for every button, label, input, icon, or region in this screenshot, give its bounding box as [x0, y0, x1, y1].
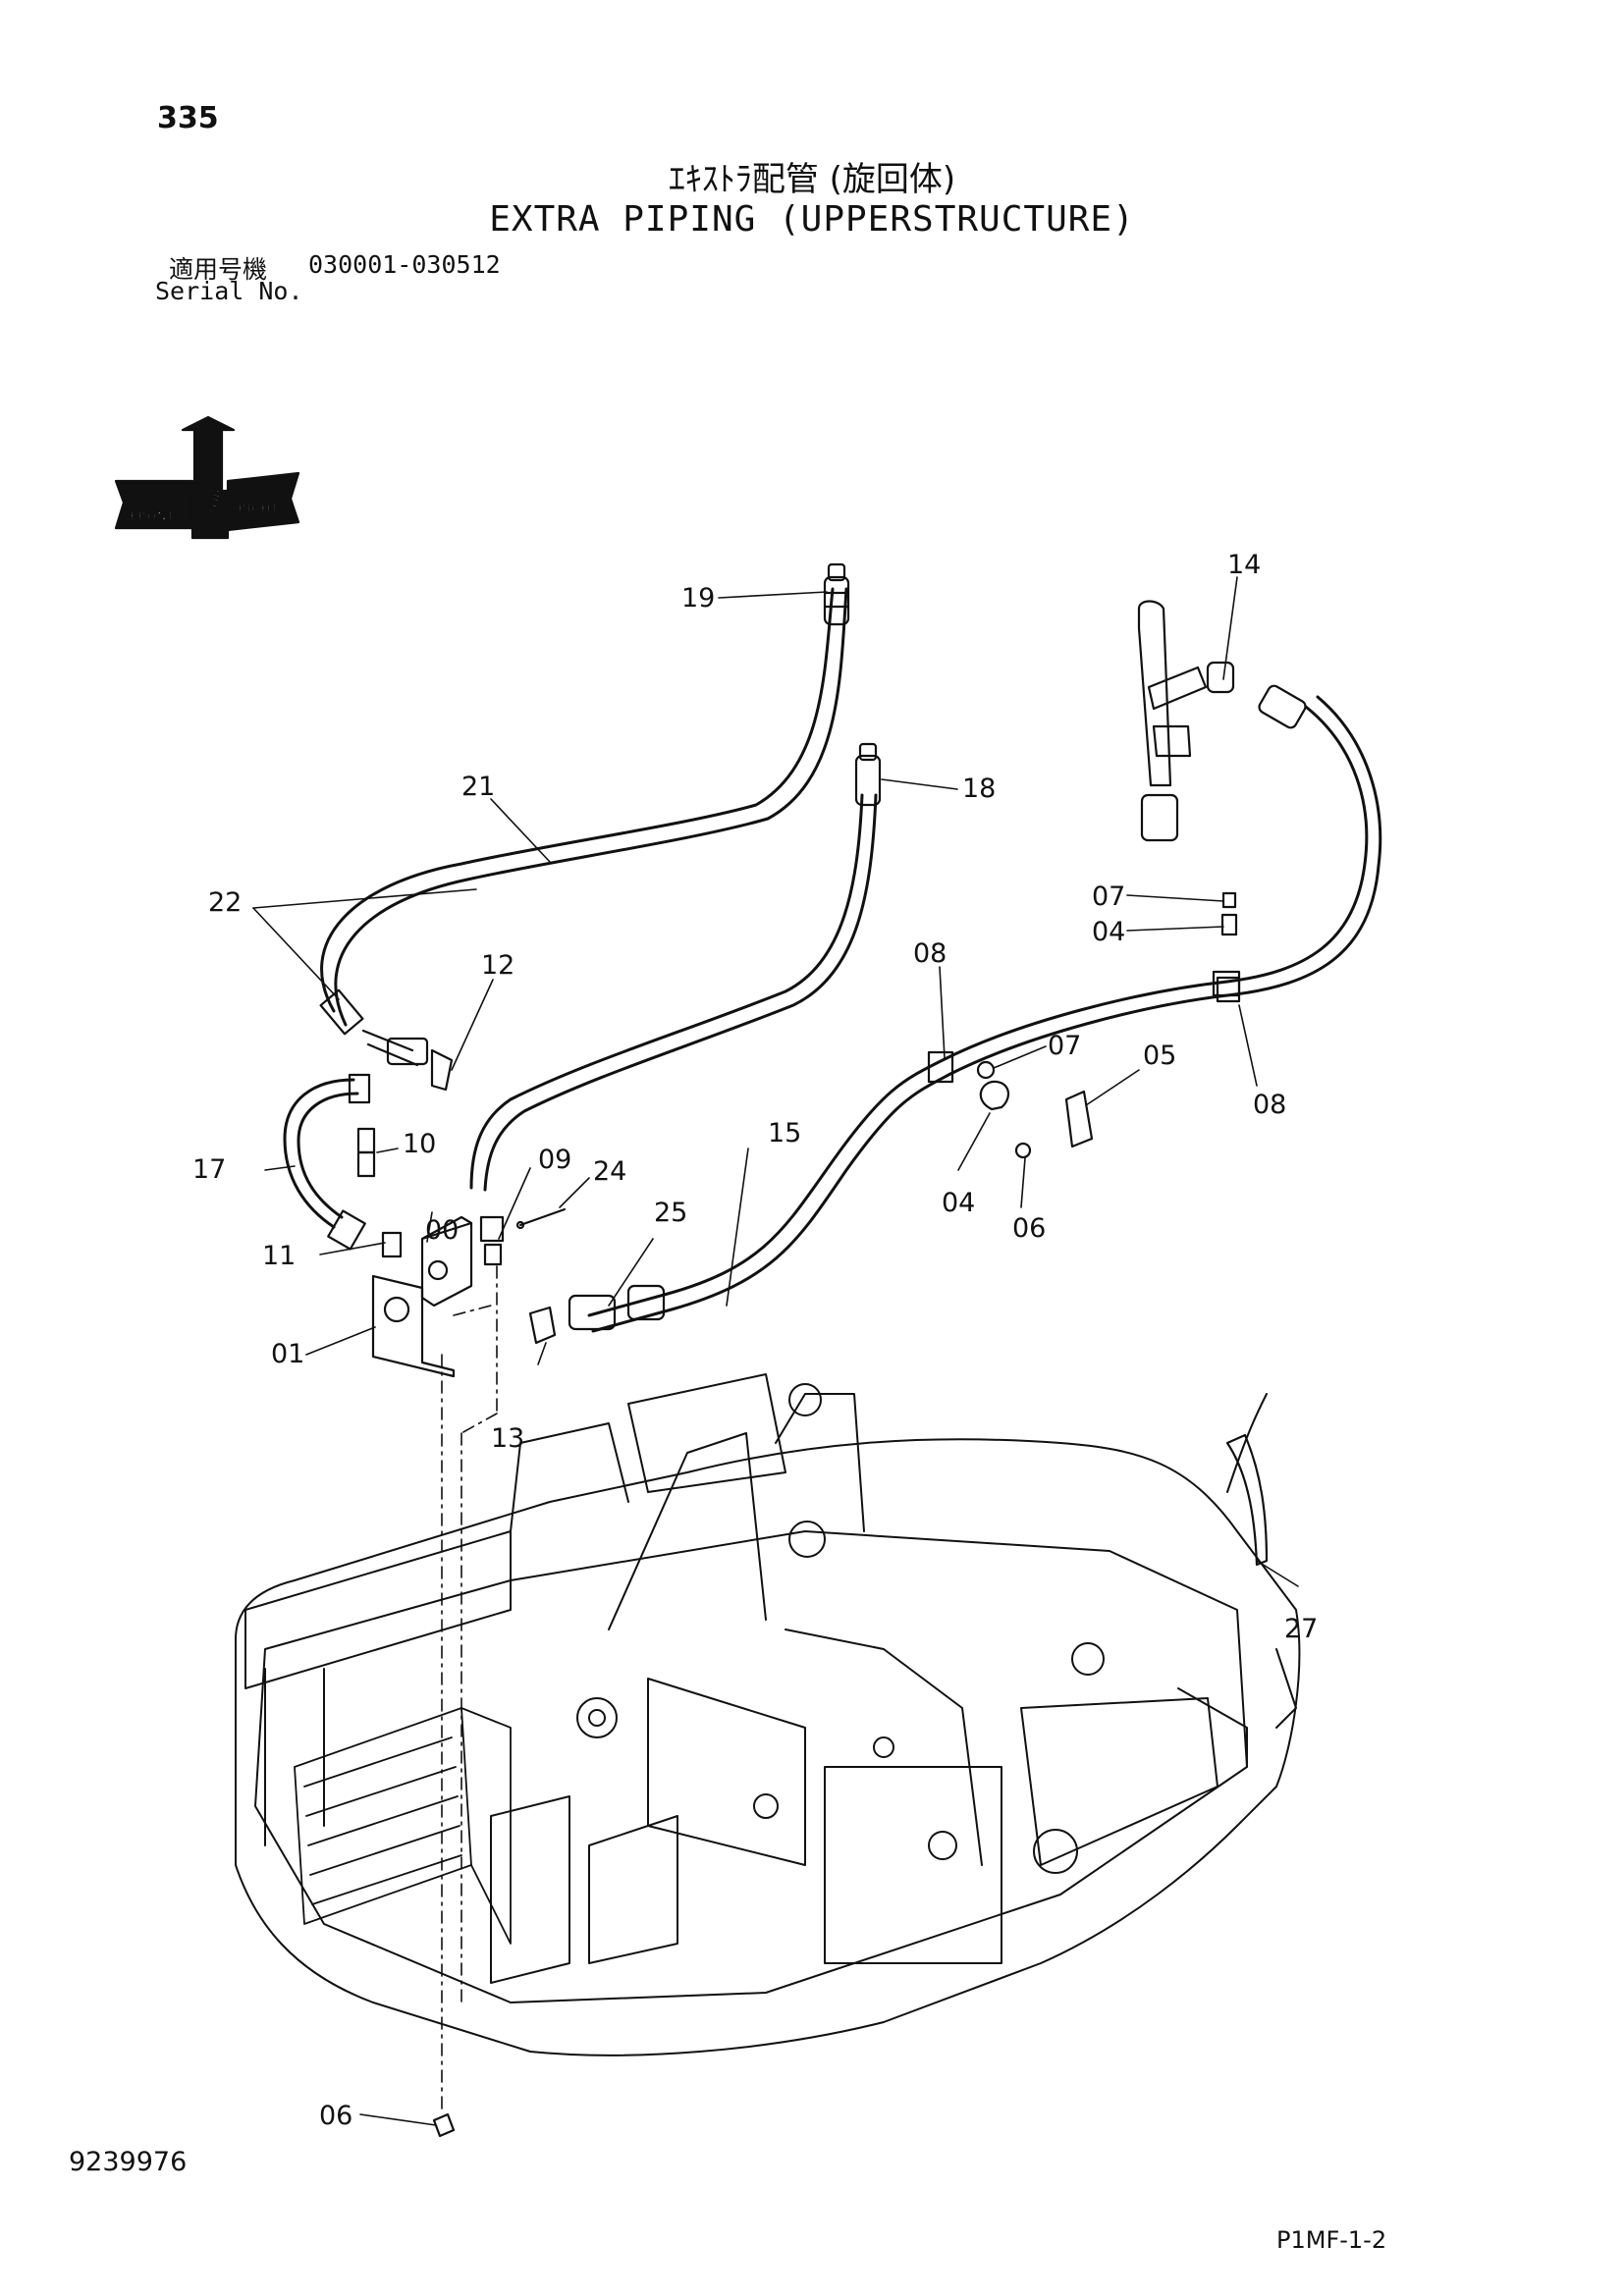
fitting-11 [381, 1231, 403, 1258]
hose-18 [469, 742, 882, 1243]
orientation-icon: FRONT TOP RIGHT [114, 415, 300, 540]
upperstructure-frame [235, 1373, 1301, 2056]
dashed-leaders [441, 1265, 498, 2111]
callout-19: 19 [681, 583, 715, 614]
hose-21 [319, 587, 848, 1067]
leader-lines [252, 576, 1299, 2126]
callout-22: 22 [208, 887, 242, 918]
hose-17 [283, 1073, 371, 1251]
fitting-12 [430, 1048, 454, 1092]
callout-13: 13 [491, 1423, 524, 1454]
callout-10: 10 [403, 1129, 436, 1159]
callout-09: 09 [538, 1145, 571, 1175]
callout-07-lower: 07 [1048, 1031, 1081, 1061]
callout-01: 01 [271, 1339, 304, 1369]
valve-assembly-14 [1137, 600, 1307, 842]
title-japanese: ｴｷｽﾄﾗ配管 (旋回体) [668, 160, 956, 199]
callout-15: 15 [768, 1118, 801, 1148]
bracket-01 [371, 1274, 456, 1378]
callout-14: 14 [1227, 550, 1261, 580]
callout-08-left: 08 [913, 938, 947, 969]
callout-06-bottom: 06 [319, 2101, 352, 2131]
callout-05: 05 [1143, 1041, 1176, 1071]
diagram-code: 9239976 [69, 2147, 188, 2177]
bolt-06-bottom [432, 2112, 456, 2138]
orientation-right-label: RIGHT [238, 502, 280, 515]
callout-24: 24 [593, 1156, 626, 1187]
callout-17: 17 [192, 1154, 226, 1185]
elbow-13 [528, 1306, 557, 1345]
page-number: 335 [157, 101, 219, 135]
callout-08-right: 08 [1253, 1090, 1286, 1120]
callout-00: 00 [425, 1215, 459, 1246]
serial-label-english: Serial No. [155, 277, 303, 305]
callout-27: 27 [1284, 1614, 1318, 1644]
callout-07-upper: 07 [1092, 881, 1125, 912]
callout-18: 18 [962, 774, 996, 804]
callout-11: 11 [262, 1241, 296, 1271]
serial-label-japanese: 適用号機 [169, 255, 268, 284]
fitting-09-24 [483, 1207, 567, 1266]
fitting-19 [823, 562, 850, 626]
callout-12: 12 [481, 950, 514, 981]
clamp-parts [976, 891, 1241, 1159]
page-code: P1MF-1-2 [1276, 2226, 1387, 2254]
title-english: EXTRA PIPING (UPPERSTRUCTURE) [489, 199, 1135, 240]
callout-04-upper: 04 [1092, 917, 1125, 947]
control-valve-bank [294, 1707, 512, 1945]
serial-range: 030001-030512 [308, 250, 501, 279]
callout-labels: 00 01 04 04 05 06 06 07 07 08 08 09 10 1… [192, 550, 1318, 2131]
plate-27 [1225, 1433, 1269, 1567]
callout-21: 21 [461, 772, 495, 802]
callout-06-right: 06 [1012, 1213, 1046, 1244]
callout-25: 25 [654, 1198, 687, 1228]
callout-04-lower: 04 [942, 1188, 975, 1218]
orientation-front-label: FRONT [130, 509, 176, 523]
hose-15 [568, 695, 1382, 1333]
fitting-10 [356, 1127, 376, 1178]
